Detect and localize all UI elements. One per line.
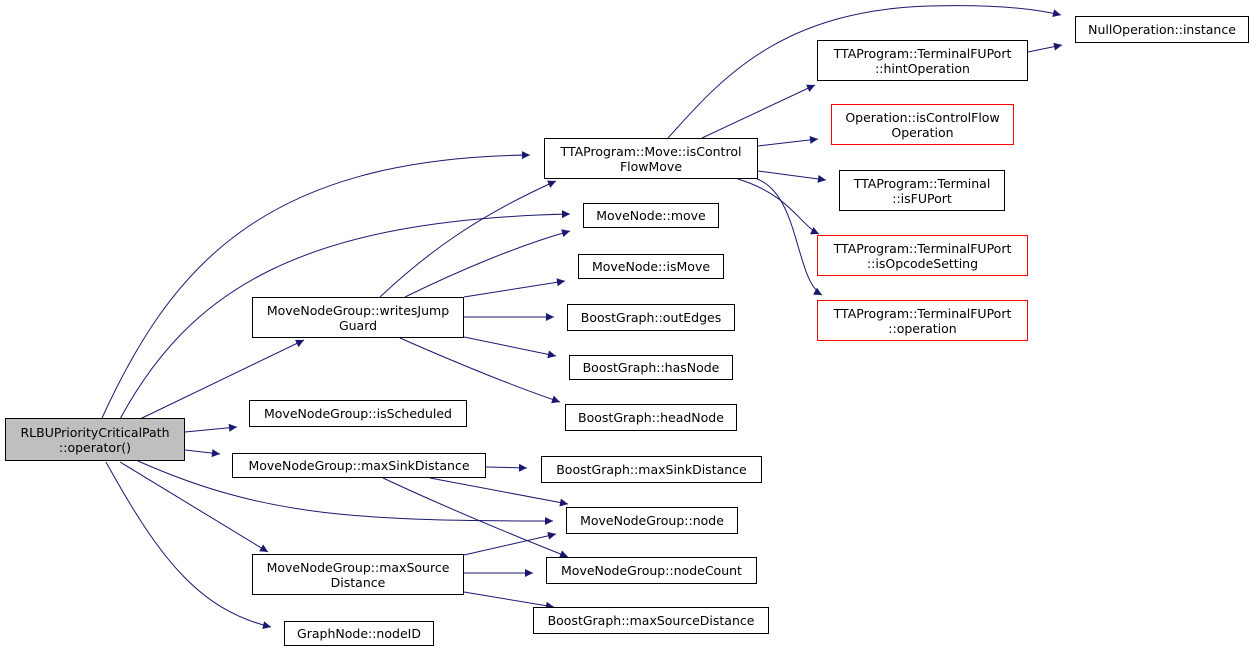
- node-terminal-isfuport-line-1: TTAProgram::Terminal: [853, 175, 991, 191]
- node-operation-iscontrolflowoperation-line-2: Operation: [891, 124, 954, 140]
- node-terminalfuport-operation-line-2: ::operation: [888, 320, 957, 336]
- edge-move-iscontrolflowmove-to-terminalfuport-isopcodesetting: [737, 178, 820, 235]
- node-movenode-ismove-line-1: MoveNode::isMove: [591, 259, 711, 274]
- node-boostgraph-outedges-line-1: BoostGraph::outEdges: [580, 310, 722, 325]
- node-nulloperation-instance-line-1: NullOperation::instance: [1088, 22, 1236, 37]
- edge-rlbu-to-move-iscontrolflowmove: [101, 151, 531, 419]
- edge-movenodegroup-maxsourcedistance-to-movenodegroup-node: [463, 531, 557, 556]
- node-terminal-isfuport-line-2: ::isFUPort: [892, 190, 952, 206]
- edge-movenodegroup-maxsinkdistance-to-movenodegroup-node: [429, 477, 569, 507]
- edge-rlbu-to-movenodegroup-writesjumpguard: [139, 339, 305, 420]
- edge-movenodegroup-maxsinkdistance-to-movenodegroup-nodecount: [382, 477, 569, 558]
- node-graphnode-nodeid[interactable]: GraphNode::nodeID: [284, 621, 434, 646]
- edge-movenodegroup-writesjumpguard-to-boostgraph-headnode: [399, 337, 561, 404]
- node-movenodegroup-maxsourcedistance-line-2: Distance: [330, 574, 386, 590]
- edge-movenodegroup-maxsinkdistance-to-boostgraph-maxsinkdistance: [485, 463, 528, 472]
- edge-move-iscontrolflowmove-to-terminalfuport-operation: [756, 178, 823, 296]
- edge-rlbu-to-movenodegroup-node: [137, 460, 554, 525]
- node-rlbu-line-2: ::operator(): [59, 439, 131, 455]
- edge-movenodegroup-writesjumpguard-to-movenode-move: [404, 229, 571, 298]
- node-movenodegroup-isscheduled-line-1: MoveNodeGroup::isScheduled: [264, 406, 452, 421]
- node-move-iscontrolflowmove-line-2: FlowMove: [619, 158, 683, 174]
- node-movenodegroup-nodecount[interactable]: MoveNodeGroup::nodeCount: [546, 557, 757, 584]
- node-movenodegroup-node[interactable]: MoveNodeGroup::node: [566, 507, 738, 534]
- node-terminalfuport-isopcodesetting-line-1: TTAProgram::TerminalFUPort: [833, 240, 1012, 256]
- node-rlbu: RLBUPriorityCriticalPath::operator(): [5, 418, 185, 461]
- edge-movenodegroup-maxsourcedistance-to-boostgraph-maxsourcedistance: [463, 591, 555, 610]
- node-boostgraph-outedges[interactable]: BoostGraph::outEdges: [567, 304, 735, 331]
- edge-rlbu-to-movenode-move: [119, 210, 571, 420]
- node-terminal-isfuport[interactable]: TTAProgram::Terminal::isFUPort: [839, 170, 1005, 211]
- edge-rlbu-to-movenodegroup-maxsourcedistance: [119, 461, 269, 553]
- node-movenode-move-line-1: MoveNode::move: [596, 208, 706, 223]
- edge-movenodegroup-writesjumpguard-to-boostgraph-hasnode: [463, 336, 557, 359]
- node-terminalfuport-operation-line-1: TTAProgram::TerminalFUPort: [833, 305, 1012, 321]
- node-movenodegroup-isscheduled[interactable]: MoveNodeGroup::isScheduled: [249, 400, 467, 427]
- edge-move-iscontrolflowmove-to-terminal-isfuport: [757, 170, 827, 183]
- node-terminalfuport-isopcodesetting[interactable]: TTAProgram::TerminalFUPort::isOpcodeSett…: [817, 235, 1028, 276]
- node-movenodegroup-writesjumpguard-line-1: MoveNodeGroup::writesJump: [266, 302, 450, 318]
- edge-movenodegroup-writesjumpguard-to-move-iscontrolflowmove: [379, 180, 557, 298]
- node-boostgraph-maxsourcedistance[interactable]: BoostGraph::maxSourceDistance: [533, 607, 769, 634]
- edge-move-iscontrolflowmove-to-terminalfuport-hintoperation: [701, 84, 816, 139]
- node-terminalfuport-hintoperation-line-2: ::hintOperation: [875, 60, 970, 76]
- node-terminalfuport-isopcodesetting-line-2: ::isOpcodeSetting: [866, 255, 979, 271]
- edge-rlbu-to-movenodegroup-maxsinkdistance: [184, 449, 221, 458]
- node-movenodegroup-maxsourcedistance-line-1: MoveNodeGroup::maxSource: [266, 559, 450, 575]
- node-movenodegroup-nodecount-line-1: MoveNodeGroup::nodeCount: [561, 563, 742, 578]
- node-move-iscontrolflowmove-line-1: TTAProgram::Move::isControl: [560, 143, 742, 159]
- node-operation-iscontrolflowoperation-line-1: Operation::isControlFlow: [845, 109, 1000, 125]
- node-boostgraph-hasnode[interactable]: BoostGraph::hasNode: [569, 355, 733, 380]
- edge-terminalfuport-hintoperation-to-nulloperation-instance: [1027, 42, 1063, 53]
- node-movenode-ismove[interactable]: MoveNode::isMove: [578, 254, 724, 279]
- edge-rlbu-to-graphnode-nodeid: [105, 461, 272, 630]
- edge-move-iscontrolflowmove-to-nulloperation-instance: [667, 5, 1062, 139]
- node-boostgraph-maxsinkdistance[interactable]: BoostGraph::maxSinkDistance: [541, 456, 762, 483]
- edge-movenodegroup-writesjumpguard-to-movenode-ismove: [463, 278, 566, 298]
- node-movenodegroup-writesjumpguard-line-2: Guard: [338, 317, 378, 333]
- node-boostgraph-maxsinkdistance-line-1: BoostGraph::maxSinkDistance: [556, 462, 747, 477]
- edge-rlbu-to-movenodegroup-isscheduled: [184, 423, 238, 433]
- node-nulloperation-instance[interactable]: NullOperation::instance: [1075, 16, 1249, 43]
- node-boostgraph-headnode[interactable]: BoostGraph::headNode: [565, 404, 737, 431]
- node-terminalfuport-operation[interactable]: TTAProgram::TerminalFUPort::operation: [817, 300, 1028, 341]
- node-boostgraph-headnode-line-1: BoostGraph::headNode: [578, 410, 724, 425]
- node-terminalfuport-hintoperation[interactable]: TTAProgram::TerminalFUPort::hintOperatio…: [817, 40, 1028, 81]
- node-graphnode-nodeid-line-1: GraphNode::nodeID: [297, 626, 421, 641]
- node-rlbu-line-1: RLBUPriorityCriticalPath: [20, 424, 170, 440]
- edge-move-iscontrolflowmove-to-operation-iscontrolflowoperation: [757, 135, 819, 147]
- node-movenodegroup-maxsinkdistance[interactable]: MoveNodeGroup::maxSinkDistance: [232, 453, 486, 478]
- node-movenodegroup-node-line-1: MoveNodeGroup::node: [580, 513, 724, 528]
- node-boostgraph-hasnode-line-1: BoostGraph::hasNode: [582, 360, 720, 375]
- node-terminalfuport-hintoperation-line-1: TTAProgram::TerminalFUPort: [833, 45, 1012, 61]
- node-movenodegroup-maxsinkdistance-line-1: MoveNodeGroup::maxSinkDistance: [248, 458, 470, 473]
- node-boostgraph-maxsourcedistance-line-1: BoostGraph::maxSourceDistance: [547, 613, 755, 628]
- node-movenode-move[interactable]: MoveNode::move: [583, 203, 719, 228]
